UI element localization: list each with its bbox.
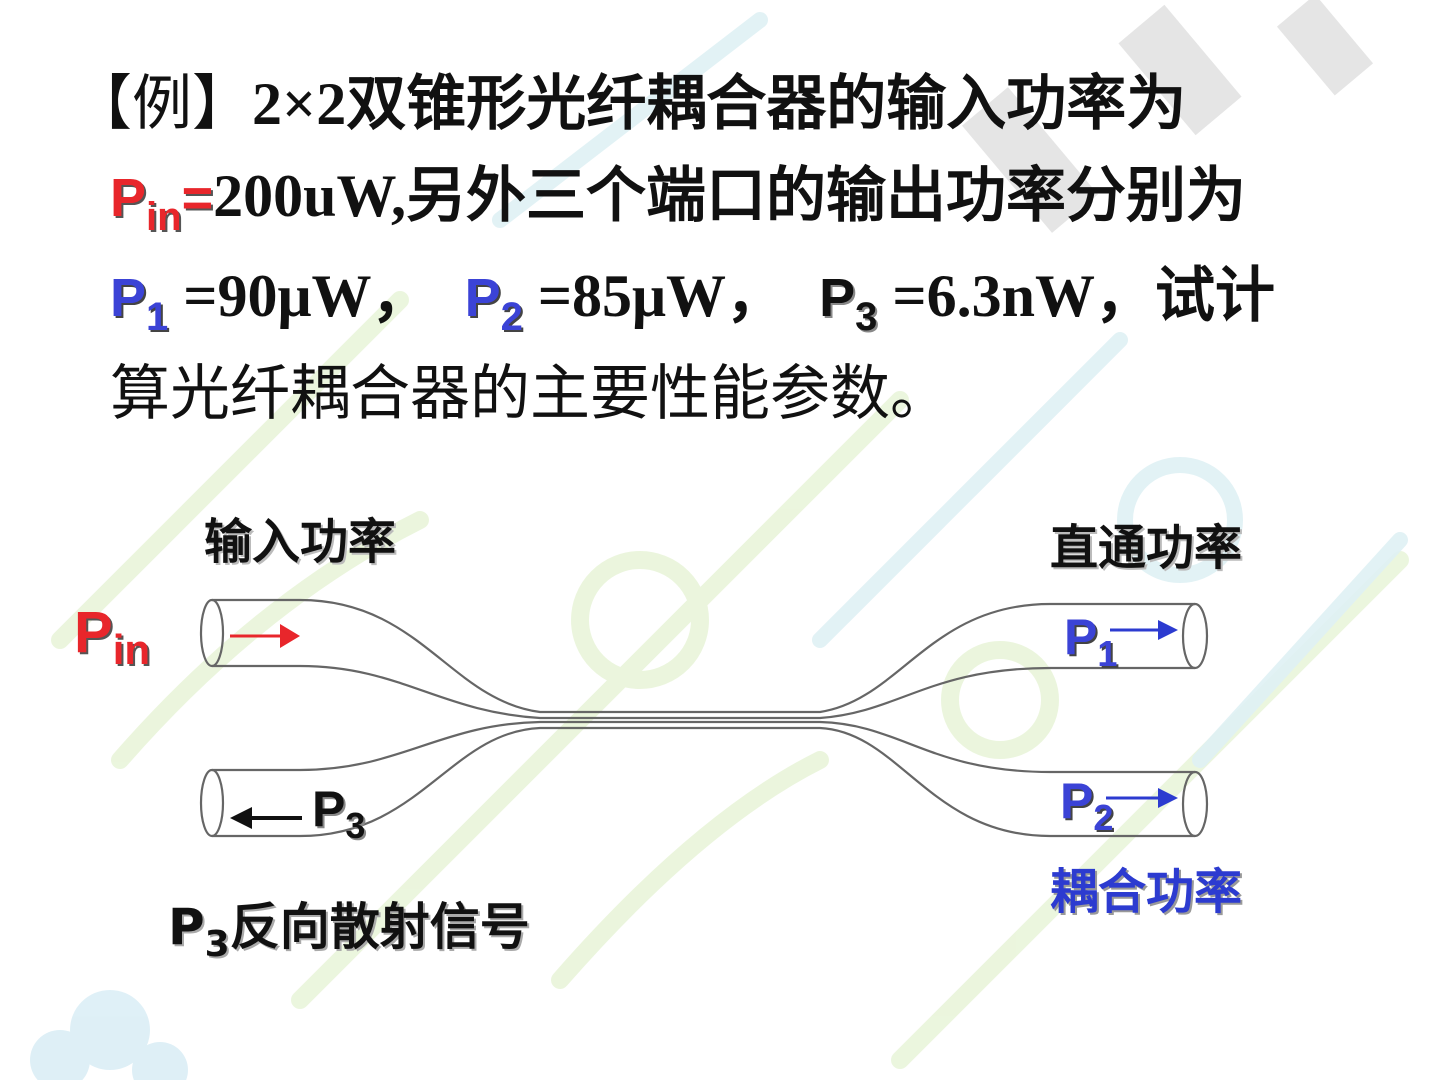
p3-value: =6.3nW，试计 bbox=[877, 263, 1275, 329]
backscatter-label: P3反向散射信号 bbox=[168, 898, 530, 965]
problem-line-1-text: 2×2双锥形光纤耦合器的输入功率为 bbox=[252, 71, 1187, 137]
problem-line-2-text: 200uW,另外三个端口的输出功率分别为 bbox=[213, 163, 1246, 229]
problem-line-1: 【例】2×2双锥形光纤耦合器的输入功率为 bbox=[72, 74, 1186, 134]
input-arrow bbox=[230, 624, 300, 648]
p2-port-label: P2 bbox=[1060, 773, 1114, 838]
through-power-label: 直通功率 bbox=[1050, 520, 1243, 576]
pin-symbol: Pin= bbox=[110, 168, 214, 239]
p3-port-label: P3 bbox=[312, 781, 366, 846]
lower-fiber-top-edge bbox=[212, 720, 1195, 774]
pin-port-label: Pin bbox=[74, 600, 151, 673]
coupled-arrow bbox=[1106, 788, 1178, 808]
p2-value: =85μW， bbox=[522, 263, 787, 329]
port-3-end bbox=[199, 768, 225, 838]
p1-port-label: P1 bbox=[1064, 609, 1118, 674]
problem-line-4: 算光纤耦合器的主要性能参数。 bbox=[110, 364, 950, 424]
p3-symbol: P3 bbox=[819, 268, 878, 339]
problem-line-4-text: 算光纤耦合器的主要性能参数。 bbox=[110, 359, 950, 429]
example-prefix: 【例】 bbox=[72, 69, 252, 139]
p2-symbol: P2 bbox=[464, 268, 523, 339]
input-power-label: 输入功率 bbox=[204, 514, 397, 570]
coupled-power-label: 耦合功率 bbox=[1050, 864, 1243, 920]
port-in-end bbox=[199, 598, 225, 668]
problem-line-2: Pin=200uW,另外三个端口的输出功率分别为 bbox=[110, 163, 1246, 239]
through-arrow bbox=[1110, 620, 1178, 640]
p1-value: =90μW， bbox=[168, 263, 432, 329]
upper-fiber-top-edge bbox=[212, 598, 1195, 714]
p1-symbol: P1 bbox=[110, 268, 169, 339]
port-1-end bbox=[1181, 602, 1209, 670]
port-2-end bbox=[1181, 770, 1209, 838]
problem-line-3: P1 =90μW， P2 =85μW， P3 =6.3nW，试计 bbox=[110, 263, 1275, 339]
upper-fiber-bottom-edge bbox=[212, 664, 1195, 720]
backscatter-arrow bbox=[230, 807, 302, 829]
lower-fiber-bottom-edge bbox=[212, 726, 1195, 838]
